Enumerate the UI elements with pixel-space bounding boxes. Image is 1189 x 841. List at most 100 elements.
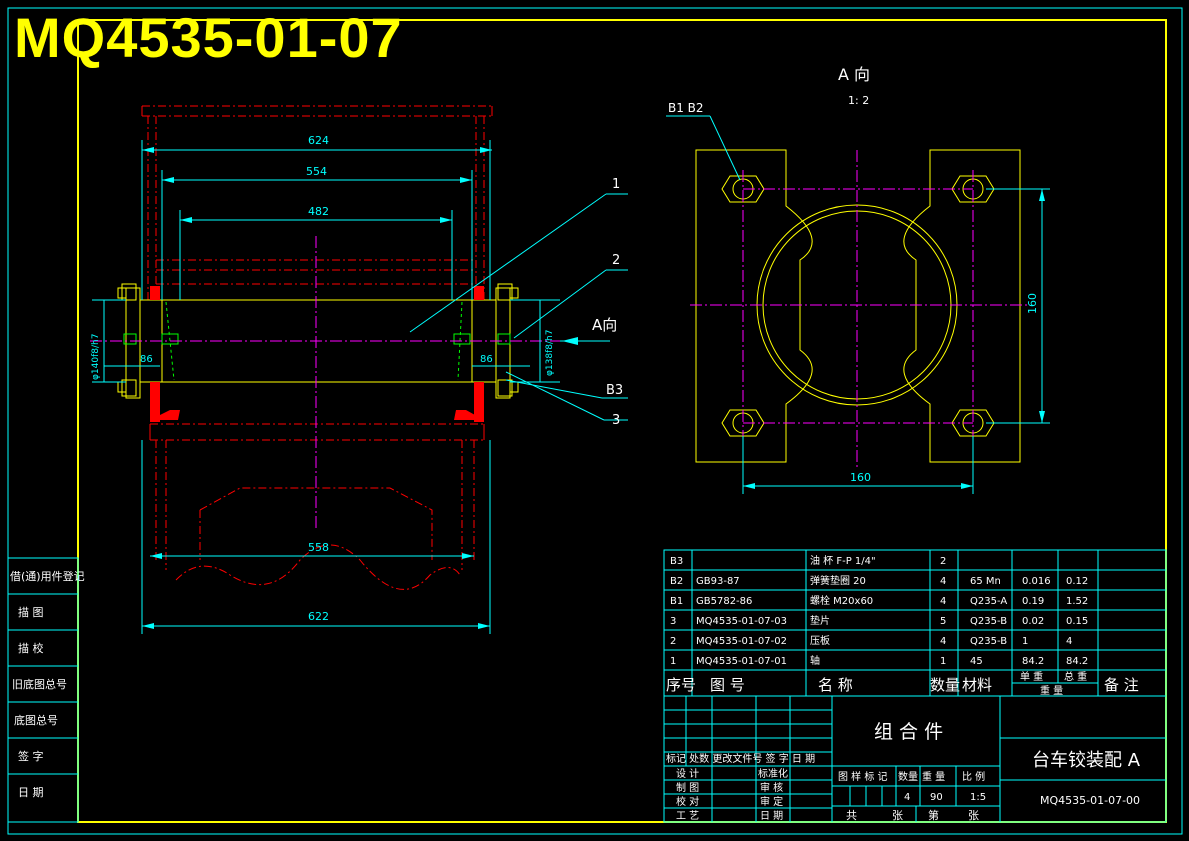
role-date: 日 期	[760, 810, 783, 822]
header-total-weight: 总 重	[1064, 670, 1087, 683]
side-label: 日 期	[18, 786, 44, 799]
dim-558: 558	[308, 541, 329, 554]
role-design: 设 计	[676, 767, 699, 780]
dim-482: 482	[308, 205, 329, 218]
outer-border	[7, 7, 1183, 835]
parts-cell-material: Q235-B	[970, 616, 1007, 627]
category: 组 合 件	[874, 721, 943, 743]
side-label: 借(通)用件登记	[10, 569, 85, 583]
parts-cell-name: 油 杯 F-P 1/4"	[810, 554, 876, 567]
parts-cell-qty: 1	[940, 656, 946, 667]
parts-cell-seq: 3	[670, 616, 676, 627]
parts-cell-name: 弹簧垫圈 20	[810, 574, 866, 587]
dim-dia-right: φ138f8/h7	[545, 330, 555, 376]
sheet-total: 共	[846, 809, 857, 822]
role-approve: 审 定	[760, 795, 783, 808]
dim-86-right: 86	[480, 354, 493, 365]
parts-cell-name: 轴	[810, 654, 820, 667]
sheet-no: 第	[928, 808, 939, 822]
side-label: 签 字	[18, 749, 44, 763]
drawing-name: 台车铰装配 A	[1032, 750, 1141, 771]
stage-scale: 1:5	[970, 792, 986, 803]
dim-160-vertical: 160	[1026, 293, 1039, 314]
role-review: 审 核	[760, 781, 783, 794]
parts-cell-total_w: 1.52	[1066, 596, 1088, 607]
parts-cell-qty: 4	[940, 596, 946, 607]
stage-header-qty: 数量	[898, 770, 918, 783]
dim-160-horizontal: 160	[850, 471, 871, 484]
sheet-total-unit: 张	[892, 809, 903, 822]
header-weight: 重 量	[1040, 684, 1063, 697]
sheet-no-unit: 张	[968, 809, 979, 822]
parts-cell-total_w: 4	[1066, 636, 1072, 647]
dim-624: 624	[308, 134, 329, 147]
dim-dia-left: φ140f8/h7	[91, 334, 101, 380]
side-label: 描 图	[18, 605, 44, 619]
parts-cell-name: 压板	[810, 634, 830, 647]
parts-cell-seq: B1	[670, 596, 683, 607]
side-block	[7, 557, 79, 823]
header-qty: 数量	[930, 676, 960, 694]
dim-86-left: 86	[140, 354, 153, 365]
a-view-arrow-label: A向	[592, 316, 617, 334]
view-a-scale: 1: 2	[848, 94, 869, 107]
role-draft: 制 图	[676, 781, 699, 794]
parts-cell-qty: 2	[940, 556, 946, 567]
dim-622: 622	[308, 610, 329, 623]
parts-cell-material: Q235-B	[970, 636, 1007, 647]
title-block: 组 合 件 台车铰装配 A MQ4535-01-07-00 标记 处数 更改文件…	[663, 695, 1167, 823]
role-standard: 标准化	[758, 767, 788, 780]
header-seq: 序号	[666, 676, 696, 694]
parts-cell-seq: 1	[670, 656, 676, 667]
parts-cell-drawing: MQ4535-01-07-02	[696, 636, 787, 647]
parts-cell-unit_w: 0.016	[1022, 576, 1051, 587]
callout-3: 3	[612, 413, 620, 428]
parts-cell-qty: 4	[940, 576, 946, 587]
stage-qty: 4	[904, 792, 910, 803]
parts-cell-seq: B3	[670, 556, 683, 567]
parts-cell-unit_w: 0.19	[1022, 596, 1044, 607]
parts-cell-drawing: MQ4535-01-07-03	[696, 616, 787, 627]
dim-554: 554	[306, 165, 327, 178]
parts-cell-total_w: 0.15	[1066, 616, 1088, 627]
header-remark: 备 注	[1104, 676, 1139, 694]
parts-cell-total_w: 0.12	[1066, 576, 1088, 587]
role-process: 工 艺	[676, 810, 699, 822]
stage-header-scale: 比 例	[962, 770, 985, 783]
revision-header: 标记 处数 更改文件号 签 字 日 期	[666, 752, 815, 765]
parts-cell-drawing: MQ4535-01-07-01	[696, 656, 787, 667]
drawing-number: MQ4535-01-07-00	[1040, 794, 1140, 807]
parts-cell-seq: B2	[670, 576, 683, 587]
callout-b3: B3	[606, 383, 623, 398]
parts-cell-unit_w: 0.02	[1022, 616, 1044, 627]
parts-cell-name: 垫片	[810, 614, 830, 627]
header-unit-weight: 单 重	[1020, 670, 1043, 683]
side-label: 底图总号	[14, 713, 58, 727]
parts-cell-qty: 4	[940, 636, 946, 647]
parts-rows: B3 油 杯 F-P 1/4" 2B2 GB93-87 弹簧垫圈 20 4 65 Mn 0.0…	[670, 554, 1088, 667]
parts-cell-total_w: 84.2	[1066, 656, 1088, 667]
stage-header-mark: 图 样 标 记	[838, 770, 888, 783]
view-a: 160 160 A 向 1: 2 B1 B2	[666, 65, 1050, 494]
side-label: 描 校	[18, 641, 44, 655]
parts-cell-name: 螺栓 M20x60	[810, 594, 873, 607]
parts-cell-unit_w: 84.2	[1022, 656, 1044, 667]
header-drawing: 图 号	[710, 676, 745, 694]
callout-1: 1	[612, 177, 620, 192]
parts-cell-drawing: GB5782-86	[696, 596, 752, 607]
parts-list: B3 油 杯 F-P 1/4" 2B2 GB93-87 弹簧垫圈 20 4 65 Mn 0.0…	[663, 549, 1167, 697]
parts-cell-material: Q235-A	[970, 596, 1007, 607]
drawing-frame	[77, 19, 1167, 823]
parts-cell-material: 45	[970, 656, 983, 667]
left-view: 624 554 482 558 622 86 86 φ140f8/h7 φ138…	[90, 105, 628, 634]
header-material: 材料	[962, 676, 992, 694]
callout-2: 2	[612, 253, 620, 268]
parts-cell-drawing: GB93-87	[696, 576, 740, 587]
side-label: 旧底图总号	[12, 677, 67, 691]
header-name: 名 称	[818, 676, 853, 694]
side-block-labels: 借(通)用件登记 描 图 描 校 旧底图总号 底图总号 签 字 日 期	[10, 569, 85, 799]
parts-cell-material: 65 Mn	[970, 576, 1001, 587]
role-check: 校 对	[676, 795, 699, 808]
stage-weight: 90	[930, 792, 943, 803]
